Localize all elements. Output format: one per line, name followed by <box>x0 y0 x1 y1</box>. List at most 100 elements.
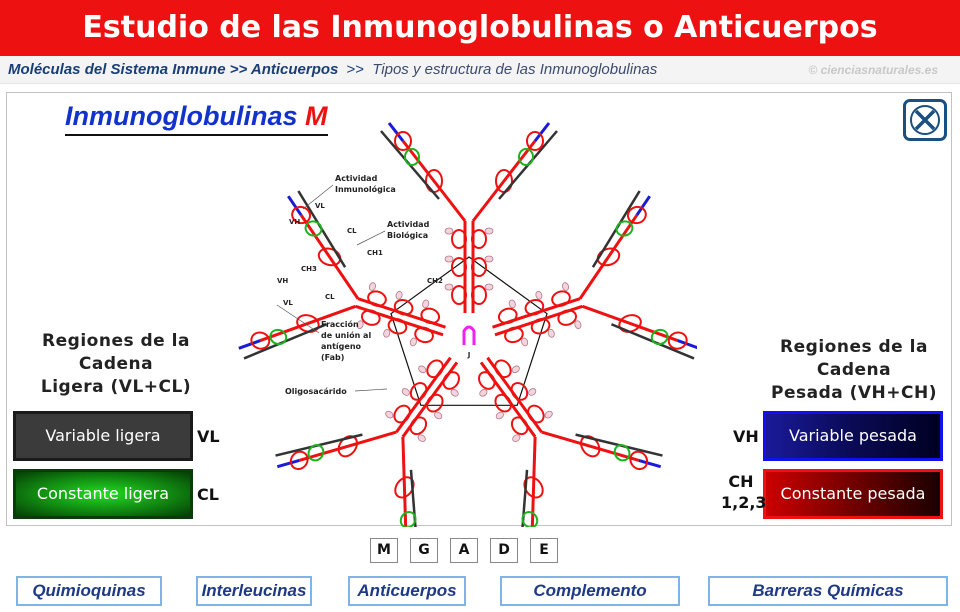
vh-domain-loop <box>394 131 412 151</box>
vh-segment <box>533 122 551 142</box>
light-heading-line1: Regiones de la <box>42 331 190 351</box>
ch-domain-loop <box>471 229 487 249</box>
oligosaccharide-mark <box>444 227 454 235</box>
label-oligosacarido: Oligosacárido <box>285 387 347 396</box>
ch-domain-loop <box>451 257 467 277</box>
leader-line <box>356 230 386 246</box>
oligosaccharide-mark <box>401 388 410 396</box>
cl-domain-loop <box>613 444 631 462</box>
vh-domain-loop <box>291 205 311 225</box>
ch-code-line2: 1,2,3 <box>721 493 767 512</box>
oligosaccharide-mark <box>368 282 376 291</box>
ch-domain-loop <box>504 326 524 344</box>
ch-domain-loop <box>409 416 428 436</box>
label-vl: VL <box>315 202 325 210</box>
ch-domain-loop <box>551 290 571 307</box>
vh-segment <box>387 122 405 142</box>
breadcrumb-path[interactable]: Moléculas del Sistema Inmune >> Anticuer… <box>8 61 339 78</box>
oligosaccharide-mark <box>512 434 521 442</box>
constant-heavy-button[interactable]: Constante pesada <box>763 469 943 519</box>
oligosaccharide-mark <box>547 328 555 338</box>
oligosaccharide-mark <box>409 337 417 347</box>
label-fab: antígeno <box>321 342 362 351</box>
igm-monomer-2 <box>492 190 700 360</box>
j-chain <box>462 325 476 345</box>
cl-domain-loop <box>615 220 634 237</box>
oligosaccharide-mark <box>528 388 537 396</box>
fab-heavy-chain <box>401 436 408 539</box>
nav-complemento[interactable]: Complemento <box>500 576 680 606</box>
heavy-chain-heading: Regiones de la Cadena Pesada (VH+CH) <box>759 336 949 405</box>
label-actividad-inmunologica: Actividad <box>335 174 378 183</box>
ig-e-button[interactable]: E <box>530 538 558 563</box>
ch-domain-loop <box>442 371 460 390</box>
ch-domain-loop <box>557 309 578 326</box>
ch-domain-loop <box>494 393 512 413</box>
ch-domain-loop <box>524 299 545 316</box>
breadcrumb: Moléculas del Sistema Inmune >> Anticuer… <box>0 56 960 84</box>
oligosaccharide-mark <box>418 365 427 374</box>
ig-g-button[interactable]: G <box>410 538 438 563</box>
close-button[interactable] <box>903 99 947 141</box>
label-fab: (Fab) <box>321 353 344 362</box>
light-heading-line2: Cadena <box>78 354 154 374</box>
nav-quimioquinas[interactable]: Quimioquinas <box>16 576 162 606</box>
label-cl-lower: CL <box>325 293 335 301</box>
oligosaccharide-mark <box>484 283 494 291</box>
label-actividad-biologica: Actividad <box>387 220 430 229</box>
constant-light-button[interactable]: Constante ligera <box>13 469 193 519</box>
oligosaccharide-mark <box>383 328 391 338</box>
heavy-heading-line3: Pesada (VH+CH) <box>770 383 937 403</box>
ig-type-selector: M G A D E <box>370 538 558 563</box>
heavy-heading-line2: Cadena <box>816 360 892 380</box>
variable-light-button[interactable]: Variable ligera <box>13 411 193 461</box>
nav-anticuerpos[interactable]: Anticuerpos <box>348 576 466 606</box>
light-chain-heading: Regiones de la Cadena Ligera (VL+CL) <box>21 330 211 399</box>
oligosaccharide-mark <box>450 389 459 397</box>
vh-segment <box>276 458 300 469</box>
igm-monomer-1 <box>380 122 558 313</box>
cl-domain-loop <box>650 328 669 346</box>
cl-domain-loop <box>307 444 325 462</box>
variable-heavy-button[interactable]: Variable pesada <box>763 411 943 461</box>
leader-line <box>354 388 388 392</box>
ig-m-button[interactable]: M <box>370 538 398 563</box>
oligosaccharide-mark <box>484 227 494 235</box>
fab-heavy-chain <box>259 304 357 342</box>
label-actividad-biologica: Biológica <box>387 230 428 240</box>
oligosaccharide-mark <box>544 410 553 419</box>
oligosaccharide-mark <box>417 434 426 442</box>
title-prefix: Inmunoglobulinas <box>65 101 298 131</box>
nav-barreras-quimicas[interactable]: Barreras Químicas <box>708 576 948 606</box>
igm-monomer-3 <box>478 356 663 561</box>
ig-a-button[interactable]: A <box>450 538 478 563</box>
igm-monomer-5 <box>238 190 446 360</box>
ch-domain-loop <box>471 257 487 277</box>
j-chain-label: J <box>467 351 471 359</box>
igm-monomer-4 <box>275 356 460 561</box>
ch-domain-loop <box>527 404 545 424</box>
vh-segment <box>238 339 261 350</box>
ch-domain-loop <box>510 416 529 436</box>
cl-domain-loop <box>269 328 288 346</box>
label-ch3: CH3 <box>301 265 317 273</box>
vh-code: VH <box>733 427 759 446</box>
fab-heavy-chain <box>541 430 640 462</box>
vh-segment <box>635 195 651 216</box>
igm-pentamer-svg: JActividadInmunológicaActividadBiológica… <box>238 122 700 561</box>
oligosaccharide-mark <box>521 337 529 347</box>
nav-interleucinas[interactable]: Interleucinas <box>196 576 312 606</box>
cl-domain-loop <box>521 511 539 529</box>
ig-d-button[interactable]: D <box>490 538 518 563</box>
vh-segment <box>638 458 662 469</box>
label-vh-lower: VH <box>277 277 288 285</box>
breadcrumb-separator: >> <box>346 61 365 78</box>
cl-domain-loop <box>404 148 420 166</box>
label-actividad-inmunologica: Inmunológica <box>335 184 396 194</box>
oligosaccharide-mark <box>535 290 543 300</box>
ch-domain-loop <box>494 359 512 379</box>
cl-domain-loop <box>399 511 417 529</box>
label-fab: de unión al <box>321 330 371 340</box>
vh-domain-loop <box>629 450 649 471</box>
